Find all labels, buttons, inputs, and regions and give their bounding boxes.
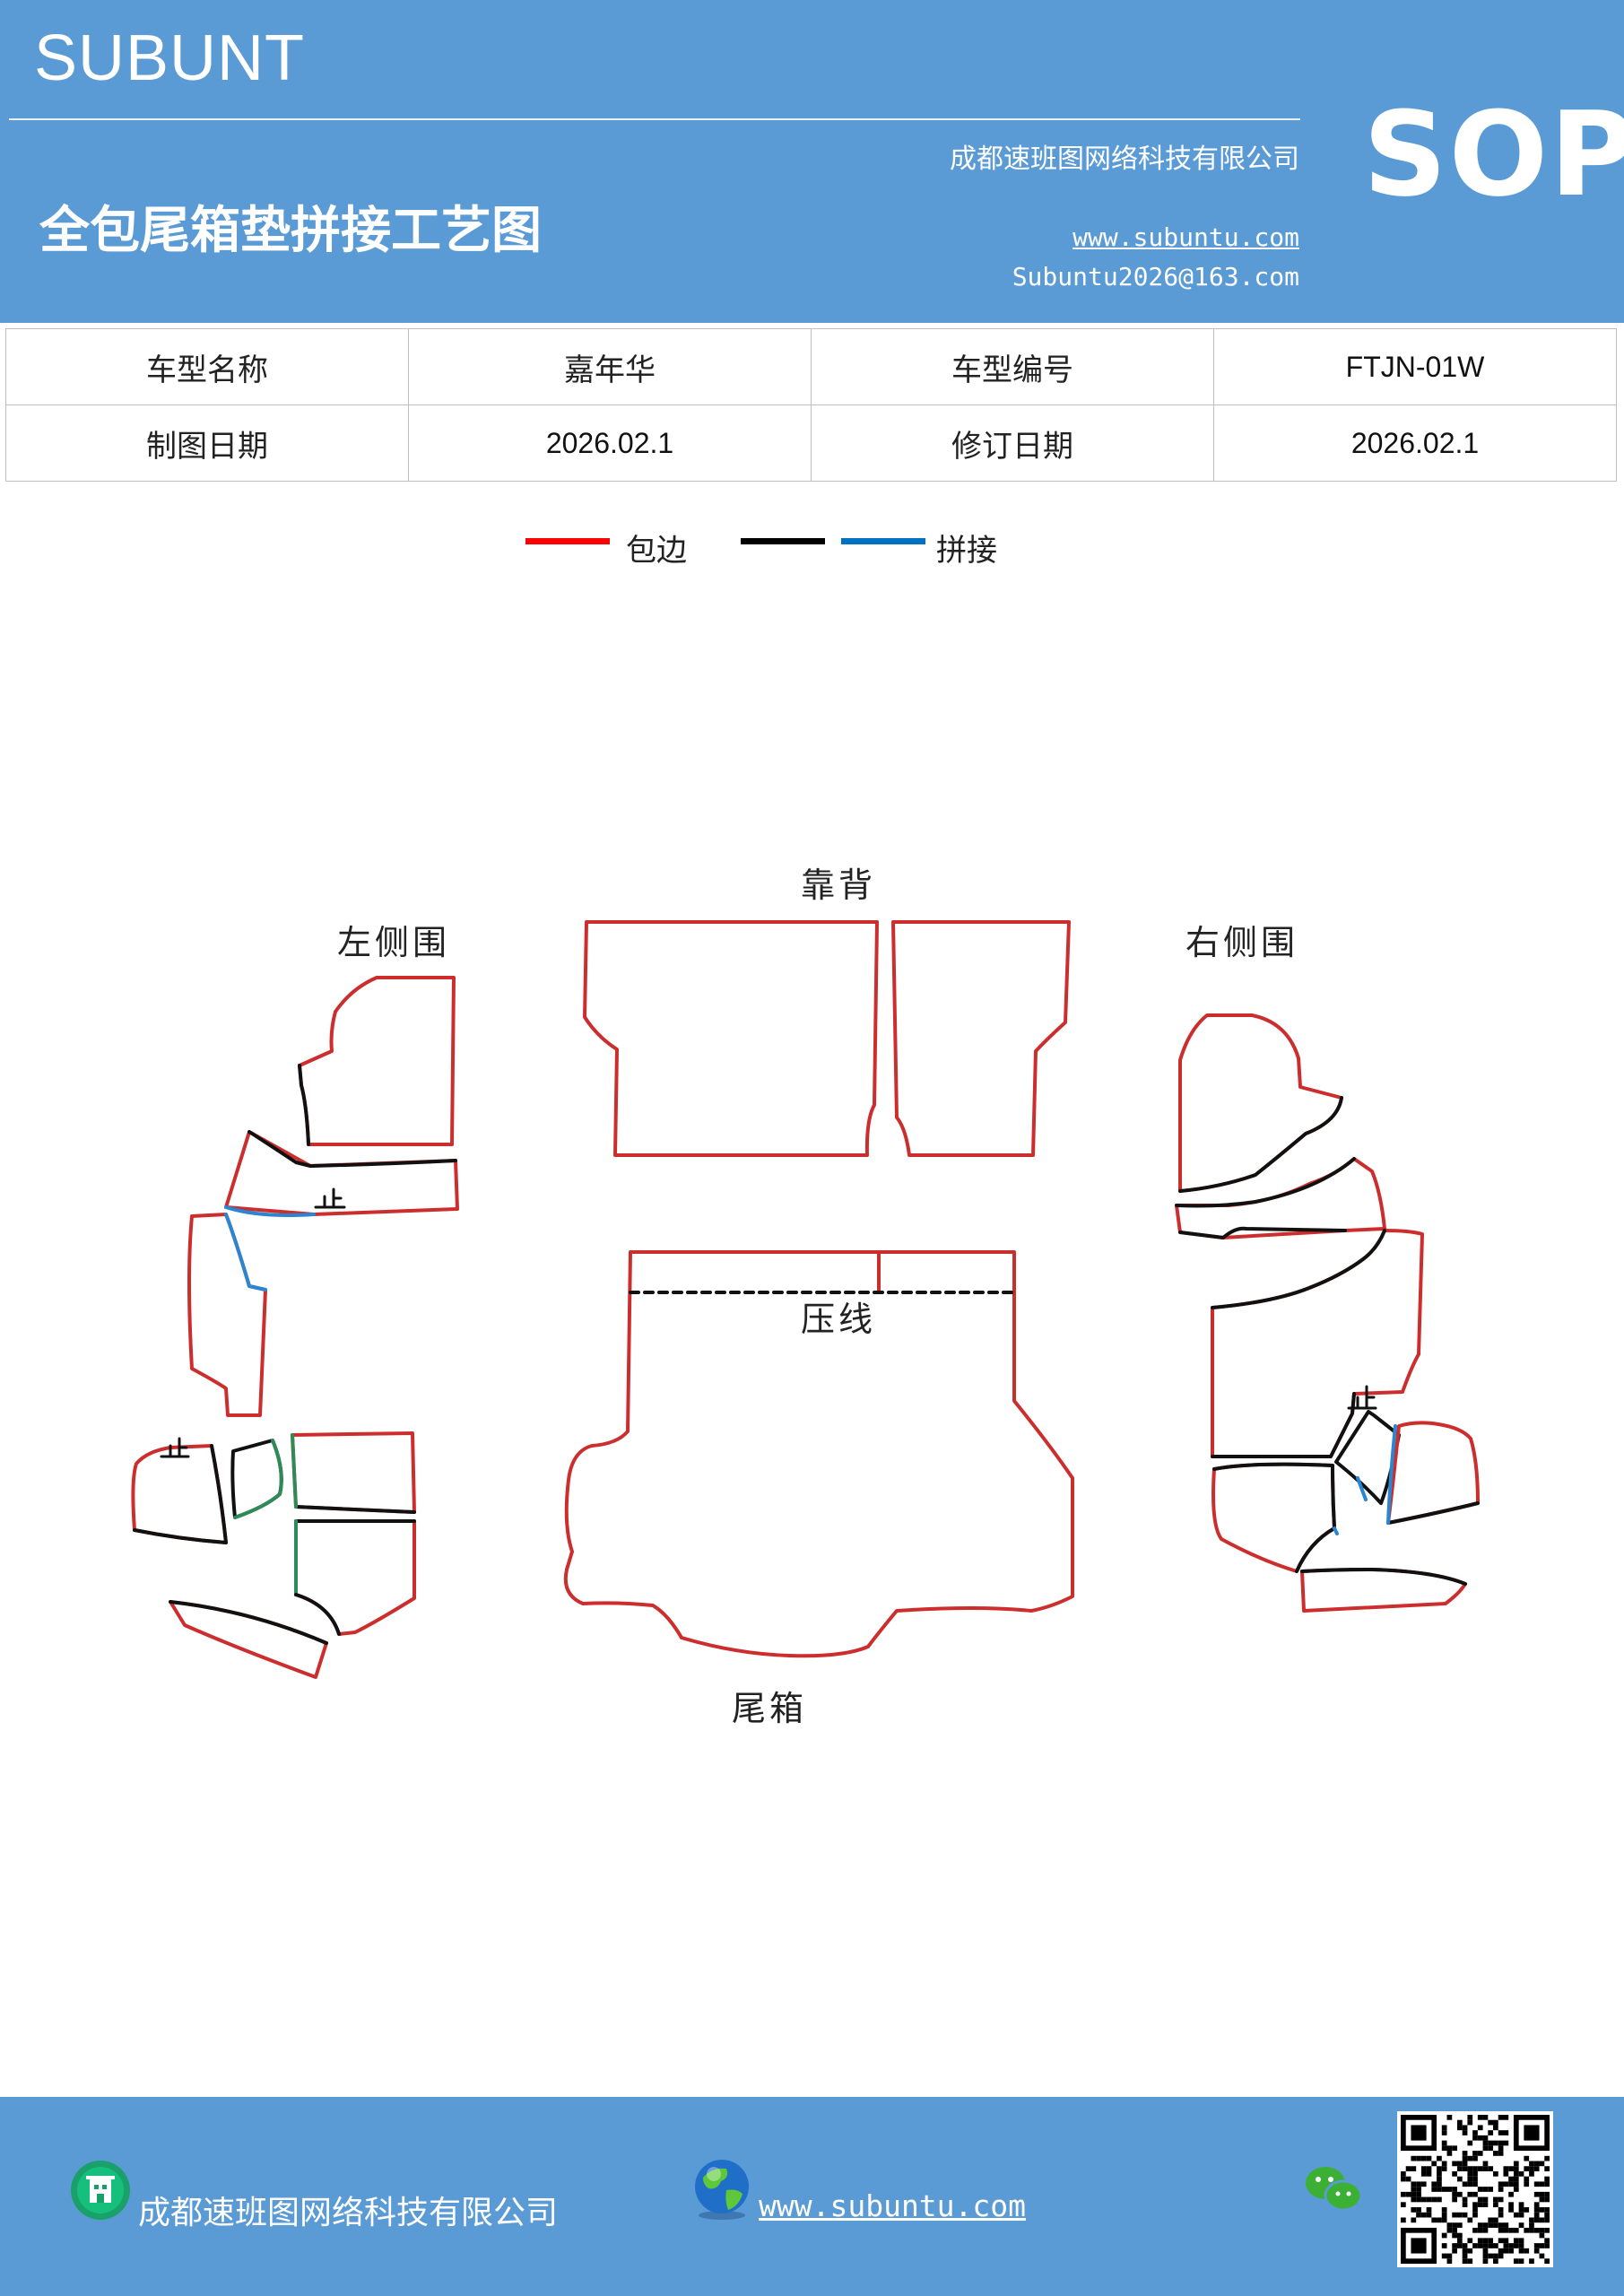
- revision-date-label: 修订日期: [811, 404, 1214, 482]
- left-side-piece-3: [187, 1213, 267, 1417]
- table-row: 制图日期 2026.02.1 修订日期 2026.02.1: [5, 404, 1617, 482]
- vehicle-info-table: 车型名称 嘉年华 车型编号 FTJN-01W 制图日期 2026.02.1 修订…: [5, 328, 1617, 482]
- left-side-piece-7-curve: [294, 1593, 341, 1636]
- wechat-icon: [1306, 2167, 1363, 2212]
- press-line-label: 压线: [801, 1300, 876, 1339]
- model-name-value: 嘉年华: [408, 328, 812, 405]
- draw-date-label: 制图日期: [5, 404, 409, 482]
- left-side-label: 左侧围: [337, 923, 450, 962]
- legend-label-edge: 包边: [626, 533, 687, 569]
- left-side-splice-1: [224, 1205, 316, 1217]
- left-side-piece-7: [294, 1519, 416, 1636]
- legend-swatch-edge: [525, 538, 610, 544]
- legend-swatch-splice: [841, 538, 925, 544]
- right-side-splice-1: [1356, 1476, 1368, 1501]
- footer-company-name: 成都速班图网络科技有限公司: [138, 2195, 559, 2231]
- left-side-piece-6-seam: [294, 1505, 416, 1514]
- sop-badge: SOP: [1363, 86, 1624, 222]
- right-side-piece-3-seam: [1211, 1229, 1386, 1309]
- left-side-piece-5: [230, 1439, 283, 1519]
- right-side-piece-1: [1178, 1013, 1343, 1193]
- model-code-value: FTJN-01W: [1213, 328, 1617, 405]
- left-side-piece-8-seam: [169, 1600, 328, 1645]
- right-side-piece-6-seam: [1386, 1501, 1480, 1525]
- left-side-splice-2: [224, 1213, 267, 1292]
- model-code-label: 车型编号: [811, 328, 1214, 405]
- document-title: 全包尾箱垫拼接工艺图: [39, 202, 542, 260]
- right-side-splice-2: [1333, 1526, 1339, 1535]
- table-row: 车型名称 嘉年华 车型编号 FTJN-01W: [5, 328, 1617, 405]
- legend-swatch-black: [741, 538, 825, 544]
- trunk-label: 尾箱: [732, 1689, 807, 1728]
- line-legend: 包边 拼接: [0, 520, 1624, 574]
- trunk-floor-outline: [563, 1250, 1074, 1658]
- right-side-piece-2-seam: [1175, 1157, 1356, 1239]
- right-side-label: 右侧围: [1185, 923, 1298, 962]
- revision-date-value: 2026.02.1: [1213, 404, 1617, 482]
- header-divider: [9, 118, 1300, 120]
- backrest-left-panel: [583, 920, 879, 1157]
- model-name-label: 车型名称: [5, 328, 409, 405]
- left-side-green-seam-2: [291, 1433, 298, 1509]
- footer-banner: 成都速班图网络科技有限公司 www.subuntu.com: [0, 2097, 1624, 2296]
- header-banner: SUBUNT 成都速班图网络科技有限公司 全包尾箱垫拼接工艺图 www.subu…: [0, 0, 1624, 323]
- right-side-piece-3-bottom: [1211, 1392, 1356, 1458]
- right-side-piece-4-seam: [1212, 1462, 1336, 1573]
- legend-label-splice: 拼接: [936, 533, 997, 569]
- left-side-piece-8: [169, 1600, 328, 1679]
- right-side-splice-3: [1386, 1424, 1397, 1525]
- brand-name: SUBUNT: [34, 22, 306, 94]
- backrest-label: 靠背: [801, 865, 876, 905]
- stop-marker-left-2: [160, 1437, 190, 1458]
- right-side-piece-2: [1175, 1157, 1386, 1239]
- left-side-piece-1-seam: [298, 1064, 310, 1146]
- company-name: 成都速班图网络科技有限公司: [950, 144, 1299, 175]
- globe-icon: [695, 2160, 749, 2220]
- left-side-green-seam-1: [233, 1439, 283, 1519]
- backrest-right-panel: [891, 920, 1071, 1157]
- right-side-piece-4: [1211, 1462, 1336, 1573]
- left-side-piece-4: [131, 1444, 228, 1544]
- stop-marker-left-1: [314, 1187, 346, 1209]
- draw-date-value: 2026.02.1: [408, 404, 812, 482]
- left-side-piece-6: [291, 1431, 416, 1514]
- qr-code-image: [1397, 2111, 1553, 2267]
- left-side-piece-4-seam: [133, 1444, 228, 1544]
- left-side-piece-2-top: [248, 1130, 457, 1168]
- website-link[interactable]: www.subuntu.com: [1073, 222, 1299, 252]
- right-side-piece-7-seam: [1300, 1568, 1467, 1586]
- trunk-mat-diagram: 靠背 左侧围 右侧围 压线 尾箱: [131, 865, 1480, 1728]
- left-side-piece-1: [298, 976, 456, 1146]
- email-address: Subuntu2026@163.com: [1012, 262, 1299, 291]
- right-side-piece-1-seam: [1178, 1096, 1343, 1193]
- right-side-piece-3: [1211, 1229, 1424, 1458]
- stop-marker-right: [1347, 1385, 1377, 1410]
- footer-website-link[interactable]: www.subuntu.com: [759, 2188, 1027, 2223]
- company-building-icon: [71, 2161, 130, 2220]
